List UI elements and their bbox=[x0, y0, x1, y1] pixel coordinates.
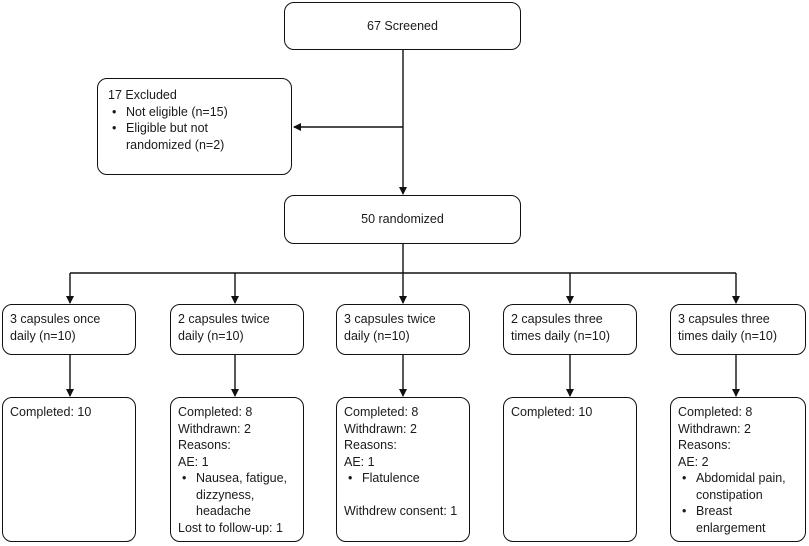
outcome-line: Completed: 8 bbox=[678, 405, 753, 419]
screened-box: 67 Screened bbox=[284, 2, 521, 50]
outcome-line: Reasons: bbox=[178, 438, 231, 452]
excluded-box: 17 Excluded Not eligible (n=15) Eligible… bbox=[97, 78, 292, 175]
arm-box-4: 2 capsules three times daily (n=10) bbox=[503, 304, 637, 355]
arm-box-3: 3 capsules twice daily (n=10) bbox=[336, 304, 470, 355]
arm-label: 3 capsules once daily (n=10) bbox=[10, 312, 101, 343]
outcome-line: Withdrawn: 2 bbox=[344, 421, 417, 436]
reason-item: Abdomidal pain, constipation bbox=[678, 470, 796, 503]
excluded-item: Eligible but not randomized (n=2) bbox=[108, 120, 256, 153]
outcome-box-5: Completed: 8 Withdrawn: 2 Reasons: AE: 2… bbox=[670, 397, 806, 542]
reason-item: Breast enlargement bbox=[678, 503, 796, 536]
outcome-line: AE: 1 bbox=[178, 454, 209, 469]
outcome-box-3: Completed: 8 Withdrawn: 2 Reasons: AE: 1… bbox=[336, 397, 470, 542]
outcome-line: Reasons: bbox=[344, 438, 397, 452]
arm-label: 3 capsules three times daily (n=10) bbox=[678, 312, 777, 343]
outcome-line: Lost to follow-up: 1 bbox=[178, 520, 283, 535]
randomized-box: 50 randomized bbox=[284, 195, 521, 244]
outcome-box-2: Completed: 8 Withdrawn: 2 Reasons: AE: 1… bbox=[170, 397, 304, 542]
arm-box-1: 3 capsules once daily (n=10) bbox=[2, 304, 136, 355]
randomized-label: 50 randomized bbox=[361, 212, 444, 227]
screened-label: 67 Screened bbox=[367, 18, 438, 33]
outcome-line: Withdrawn: 2 bbox=[178, 421, 251, 436]
outcome-box-1: Completed: 10 bbox=[2, 397, 136, 542]
arm-box-5: 3 capsules three times daily (n=10) bbox=[670, 304, 806, 355]
outcome-spacer bbox=[344, 487, 462, 504]
arm-label: 2 capsules twice daily (n=10) bbox=[178, 312, 270, 343]
outcome-line: AE: 2 bbox=[678, 454, 709, 469]
arm-box-2: 2 capsules twice daily (n=10) bbox=[170, 304, 304, 355]
excluded-item: Not eligible (n=15) bbox=[108, 104, 281, 121]
outcome-line: AE: 1 bbox=[344, 454, 375, 469]
outcome-line: Reasons: bbox=[678, 438, 731, 452]
outcome-line: Withdrew consent: 1 bbox=[344, 504, 458, 518]
outcome-line: Completed: 10 bbox=[511, 405, 593, 419]
outcome-box-4: Completed: 10 bbox=[503, 397, 637, 542]
arm-label: 3 capsules twice daily (n=10) bbox=[344, 312, 436, 343]
outcome-line: Withdrawn: 2 bbox=[678, 421, 751, 436]
reason-item: Flatulence bbox=[344, 470, 462, 487]
reason-item: Nausea, fatigue, dizzyness, headache bbox=[178, 470, 288, 520]
outcome-line: Completed: 8 bbox=[178, 405, 253, 419]
outcome-line: Completed: 10 bbox=[10, 405, 92, 419]
outcome-line: Completed: 8 bbox=[344, 405, 419, 419]
arm-label: 2 capsules three times daily (n=10) bbox=[511, 312, 610, 343]
excluded-title: 17 Excluded bbox=[108, 88, 177, 102]
